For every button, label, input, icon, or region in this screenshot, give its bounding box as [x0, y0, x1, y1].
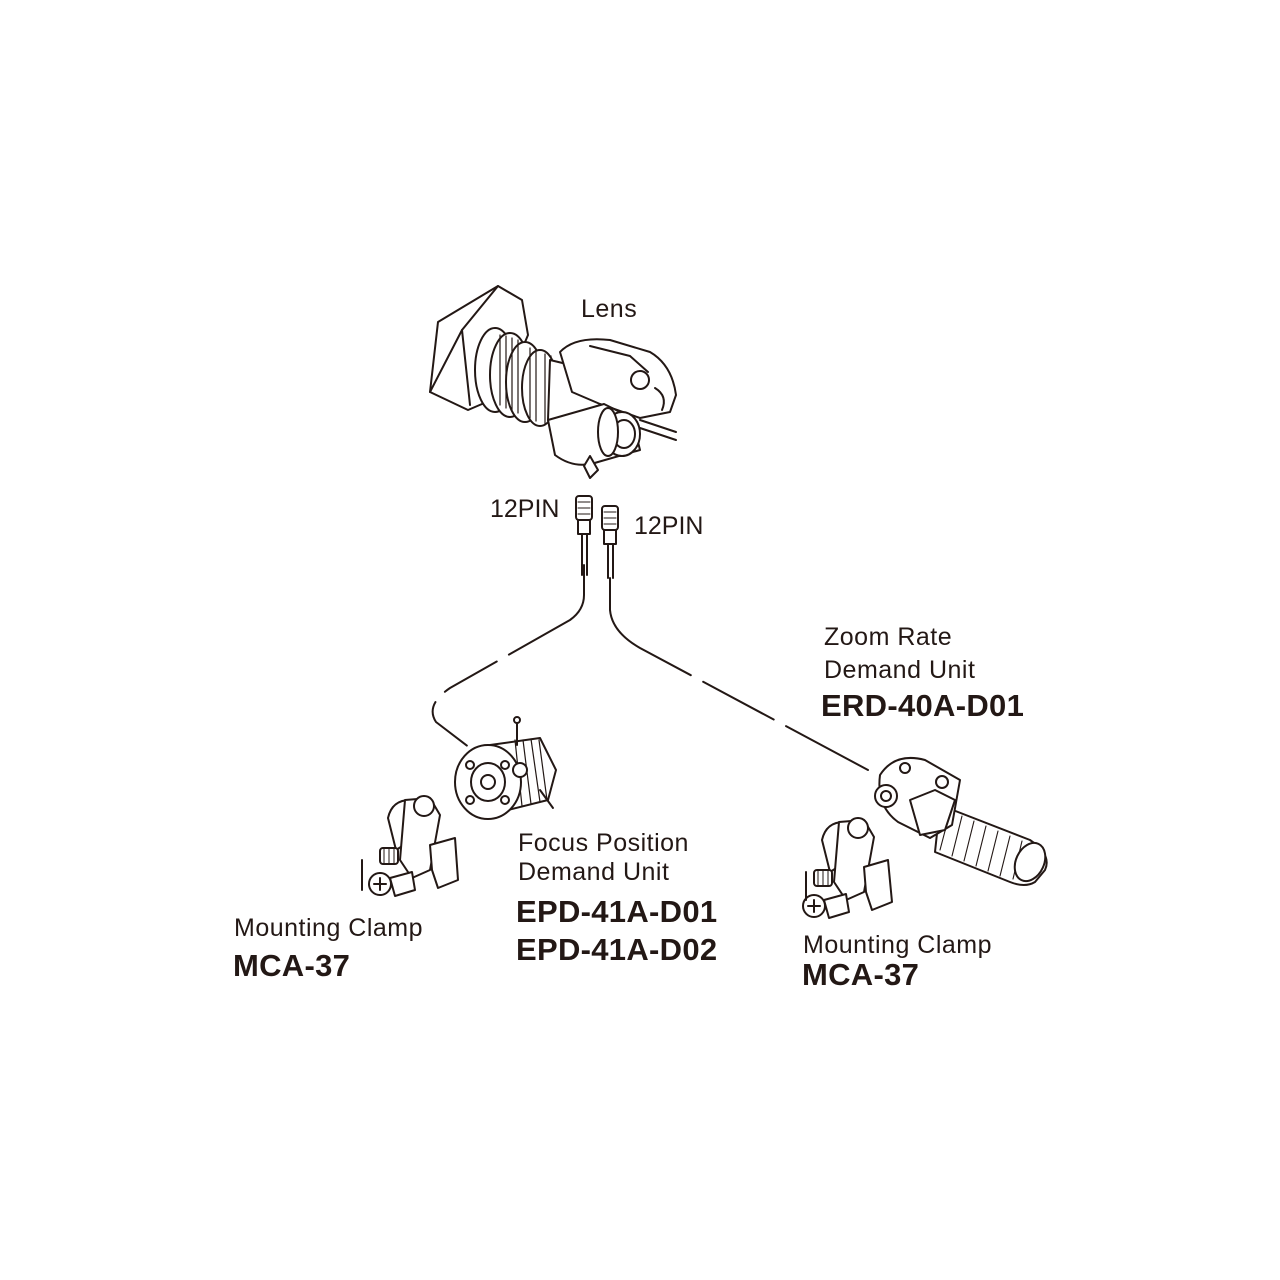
zoom-demand-unit-illustration	[874, 756, 1048, 886]
focus-unit-model-2: EPD-41A-D02	[516, 932, 718, 967]
connector-right-12pin	[601, 505, 619, 579]
clamp-right-label: Mounting Clamp	[803, 931, 993, 959]
connector-right-label: 12PIN	[634, 512, 704, 540]
focus-unit-model-1: EPD-41A-D01	[516, 894, 718, 929]
clamp-left-label: Mounting Clamp	[234, 914, 424, 942]
zoom-unit-model: ERD-40A-D01	[821, 688, 1025, 723]
focus-unit-name-line1: Focus Position	[518, 829, 689, 857]
lens-illustration	[429, 285, 677, 479]
connector-left-12pin	[575, 495, 593, 576]
focus-demand-unit-illustration	[454, 716, 557, 820]
mounting-clamp-right-illustration	[802, 817, 893, 919]
zoom-unit-name-line1: Zoom Rate	[824, 623, 953, 651]
clamp-left-model: MCA-37	[233, 948, 351, 983]
connector-left-label: 12PIN	[490, 495, 560, 523]
cable-to-zoom-unit	[609, 577, 869, 771]
clamp-right-model: MCA-37	[802, 957, 920, 992]
focus-unit-name-line2: Demand Unit	[518, 858, 670, 886]
mounting-clamp-left-illustration	[361, 795, 459, 897]
lens-label: Lens	[581, 295, 638, 323]
zoom-unit-name-line2: Demand Unit	[824, 656, 976, 684]
cable-to-focus-unit	[431, 564, 585, 749]
